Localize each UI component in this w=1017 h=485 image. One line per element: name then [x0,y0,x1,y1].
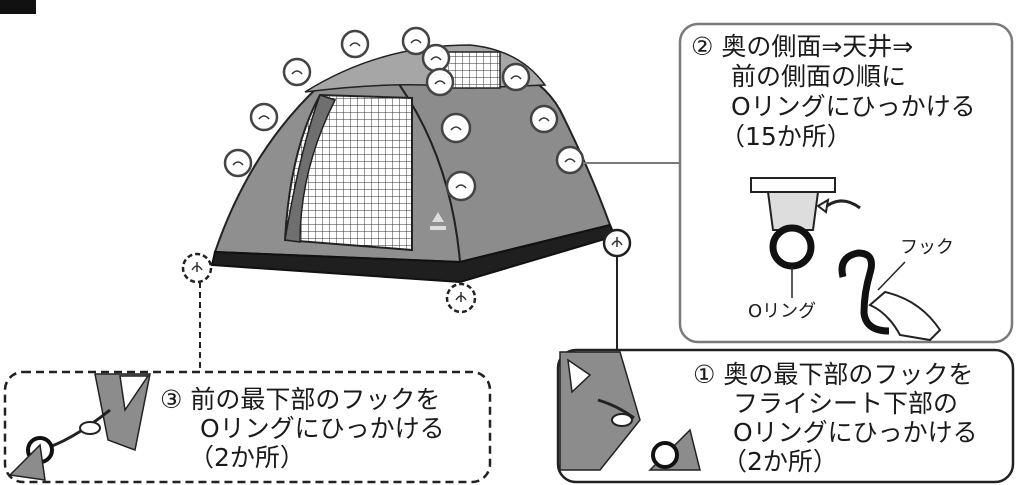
callout-2-line-4: （15か所） [720,122,852,151]
hook-marker [249,102,279,132]
callout-2-box [678,22,1014,344]
hook-marker [501,62,531,92]
hook-marker-glyphs [232,39,576,189]
callout-3-line-1: ③ 前の最下部のフックを [160,385,441,414]
oring-detail-illustration [750,177,942,342]
callout-2-line-1: ② 奥の側面⇒天井⇒ [691,32,914,61]
hook-marker [401,26,431,56]
hook-marker [223,148,253,178]
callout-1-line-1: ① 奥の最下部のフックを [693,360,974,389]
callout-1-line-2: フライシート下部の [733,389,959,418]
callout-2-line-3: Oリングにひっかける [731,92,976,121]
step-marker [0,0,36,14]
hook-marker [529,104,559,134]
hook-marker [440,112,472,144]
callout-1-line-3: Oリングにひっかける [733,418,978,447]
hook-marker [282,57,312,87]
hook-marker [425,67,455,97]
hook-marker [445,170,477,202]
oring-hook-markers [223,26,585,202]
callout-3-hook-illustration [8,373,151,481]
door-flap [284,94,337,243]
hook-marker [340,29,370,59]
callout-2-line-2: 前の側面の順に [731,62,907,91]
oring-label: Oリング [748,301,817,322]
callout-3-line-2: Oリングにひっかける [200,414,445,443]
tent-logo [430,212,446,230]
tent-illustration [210,44,617,284]
hook-icon [838,249,890,335]
callout-3-line-3: （2か所） [189,443,305,472]
callout-1-hook-illustration [559,351,701,471]
hook-marker [421,43,451,73]
callout-1-line-4: （2か所） [722,447,838,476]
hook-marker [555,145,585,175]
hook-label: フック [900,237,954,258]
